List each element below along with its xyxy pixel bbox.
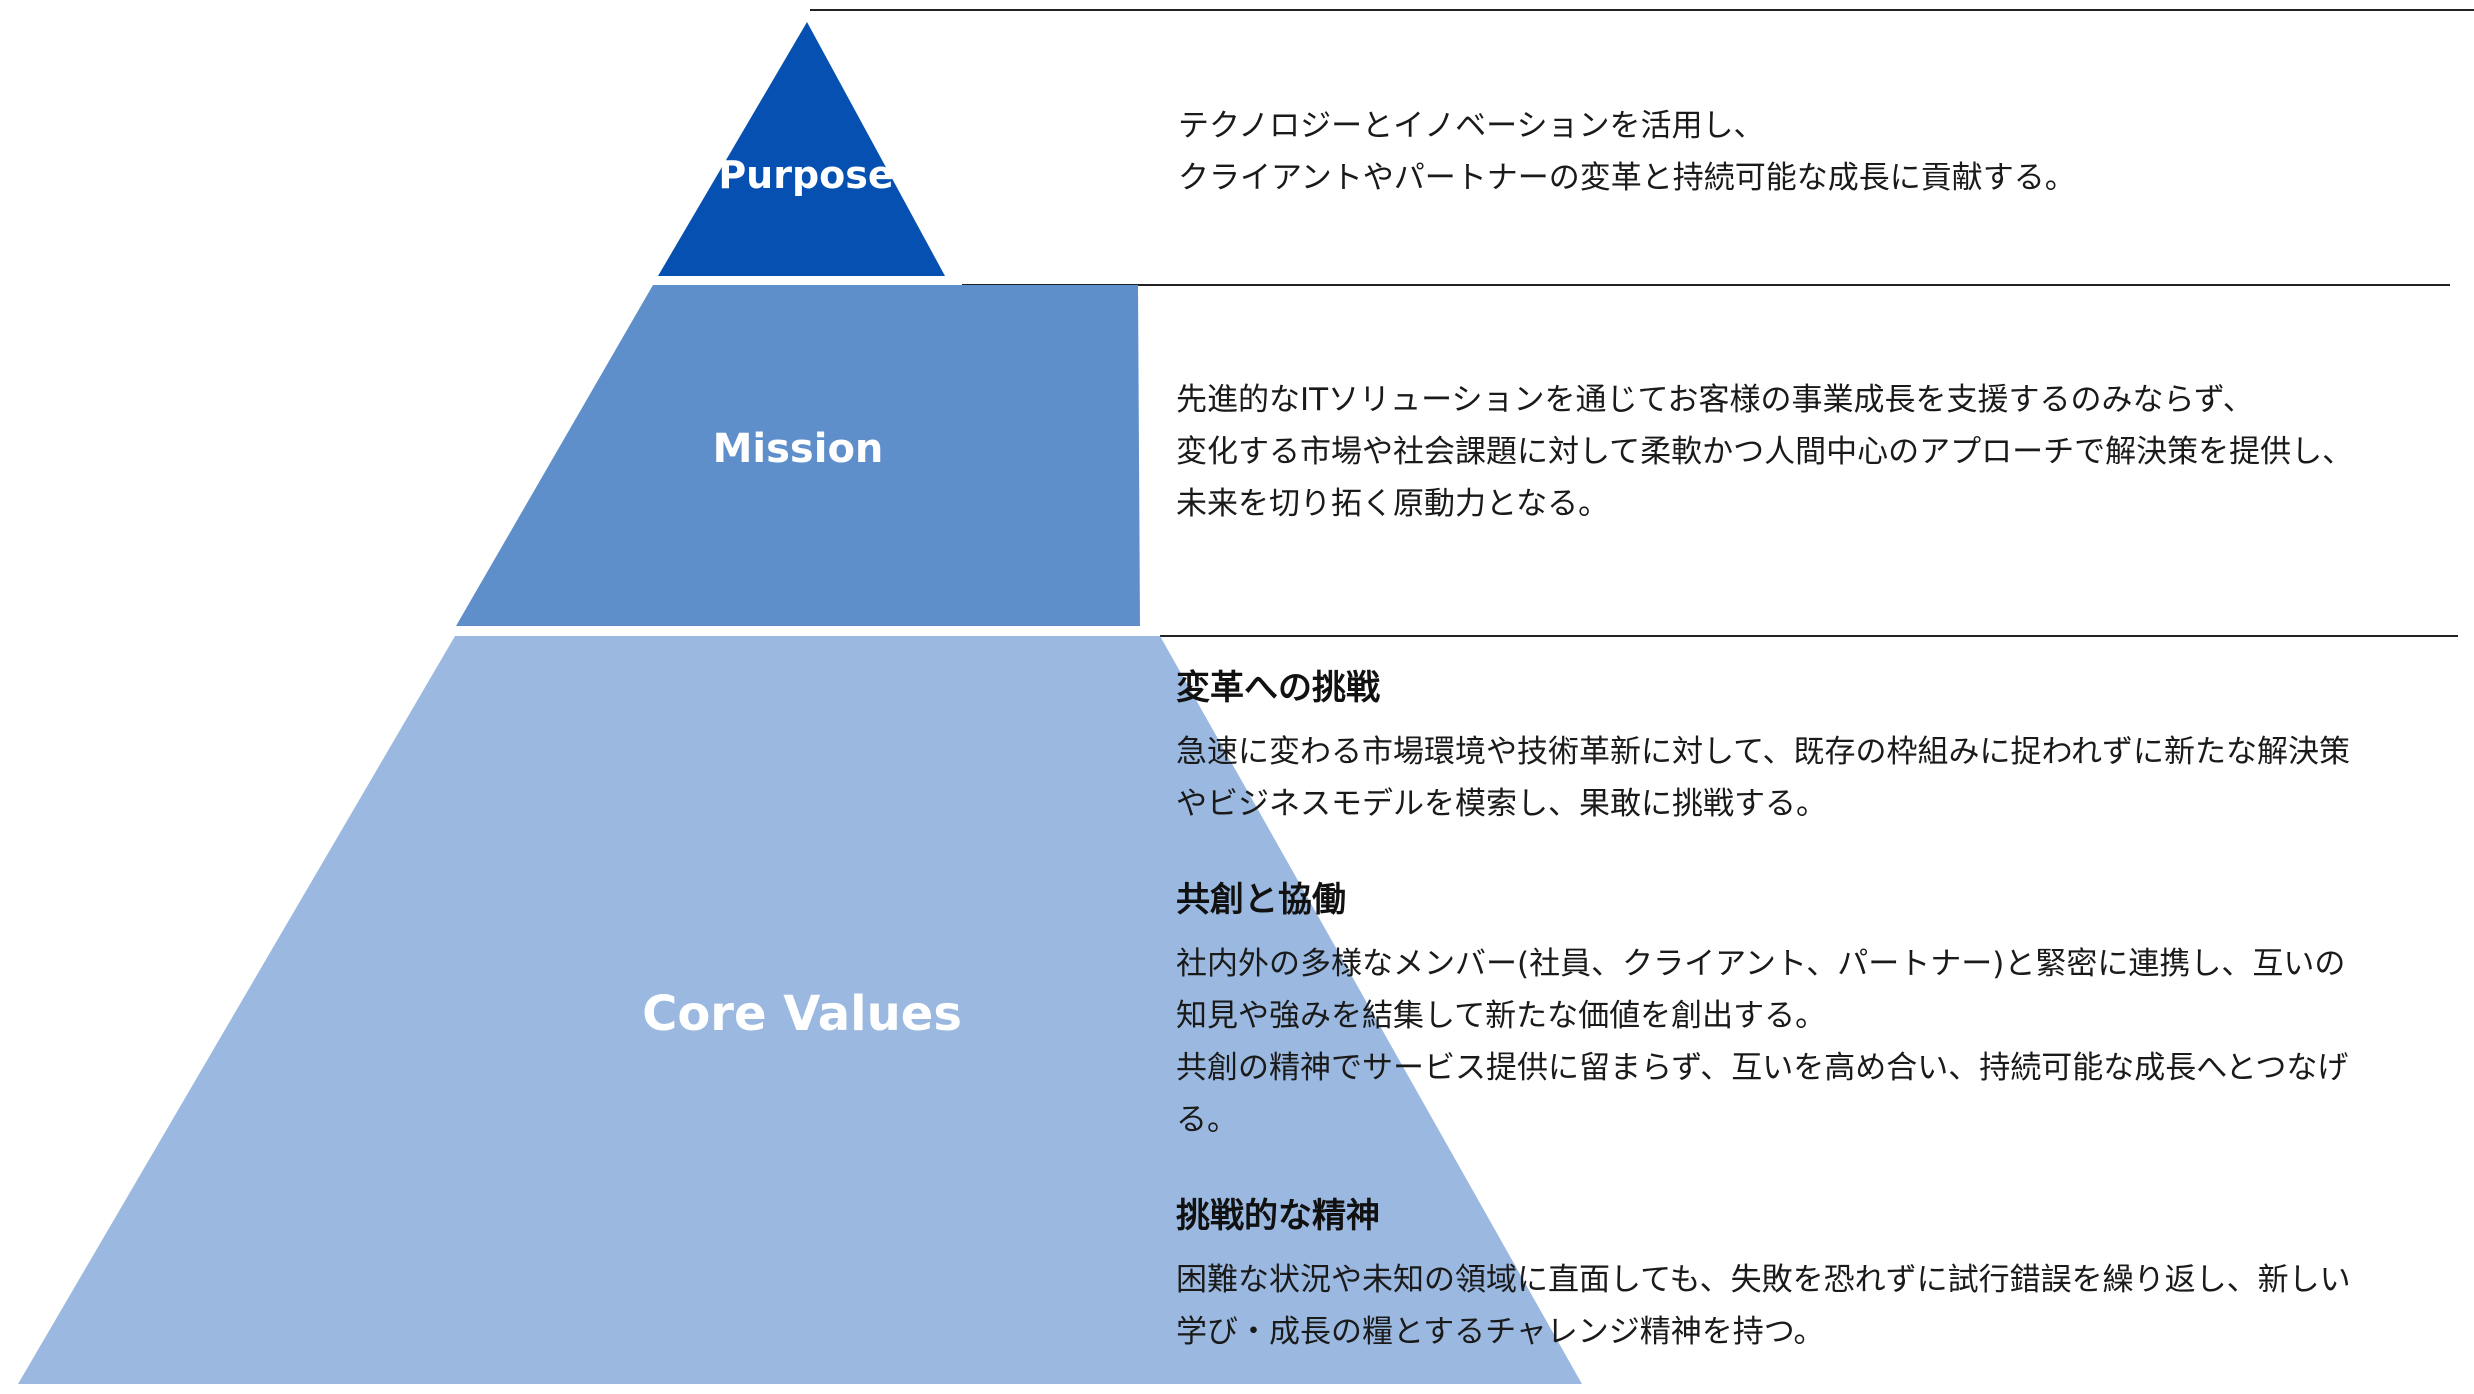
purpose-line: テクノロジーとイノベーションを活用し、	[1178, 108, 1765, 144]
purpose-line: クライアントやパートナーの変革と持続可能な成長に貢献する。	[1178, 160, 2076, 196]
core-value-title: 共創と協働	[1176, 880, 1346, 920]
core-value-2: 共創と協働 社内外の多様なメンバー(社員、クライアント、パートナー)と緊密に連携…	[1176, 872, 2348, 1146]
mission-line: 変化する市場や社会課題に対して柔軟かつ人間中心のアプローチで解決策を提供し、	[1176, 434, 2354, 470]
core-value-title: 挑戦的な精神	[1176, 1196, 1380, 1236]
purpose-text: テクノロジーとイノベーションを活用し、 クライアントやパートナーの変革と持続可能…	[1178, 100, 2076, 204]
core-value-line: 知見や強みを結集して新たな価値を創出する。	[1176, 998, 1827, 1034]
core-value-line: 共創の精神でサービス提供に留まらず、互いを高め合い、持続可能な成長へとつなげ	[1176, 1050, 2349, 1086]
core-value-line: 社内外の多様なメンバー(社員、クライアント、パートナー)と緊密に連携し、互いの	[1176, 946, 2346, 982]
core-value-title: 変革への挑戦	[1176, 668, 1380, 708]
mission-line: 先進的なITソリューションを通じてお客様の事業成長を支援するのみならず、	[1176, 382, 2254, 418]
tier-label-purpose: Purpose	[718, 153, 893, 197]
tier-mission	[456, 285, 1140, 626]
tier-core-values	[18, 636, 1582, 1384]
tier-label-mission: Mission	[713, 426, 884, 472]
mission-line: 未来を切り拓く原動力となる。	[1176, 486, 1610, 522]
core-value-line: 困難な状況や未知の領域に直面しても、失敗を恐れずに試行錯誤を繰り返し、新しい	[1176, 1262, 2351, 1298]
core-value-line: 学び・成長の糧とするチャレンジ精神を持つ。	[1176, 1314, 1825, 1350]
tier-purpose	[658, 22, 945, 276]
core-value-line: る。	[1176, 1102, 1238, 1138]
mission-text: 先進的なITソリューションを通じてお客様の事業成長を支援するのみならず、 変化す…	[1176, 374, 2353, 530]
tier-label-core-values: Core Values	[642, 986, 962, 1042]
core-value-line: 急速に変わる市場環境や技術革新に対して、既存の枠組みに捉われずに新たな解決策	[1176, 734, 2350, 770]
core-value-1: 変革への挑戦 急速に変わる市場環境や技術革新に対して、既存の枠組みに捉われずに新…	[1176, 660, 2350, 830]
core-value-line: やビジネスモデルを模索し、果敢に挑戦する。	[1176, 786, 1827, 822]
core-value-3: 挑戦的な精神 困難な状況や未知の領域に直面しても、失敗を恐れずに試行錯誤を繰り返…	[1176, 1188, 2351, 1358]
